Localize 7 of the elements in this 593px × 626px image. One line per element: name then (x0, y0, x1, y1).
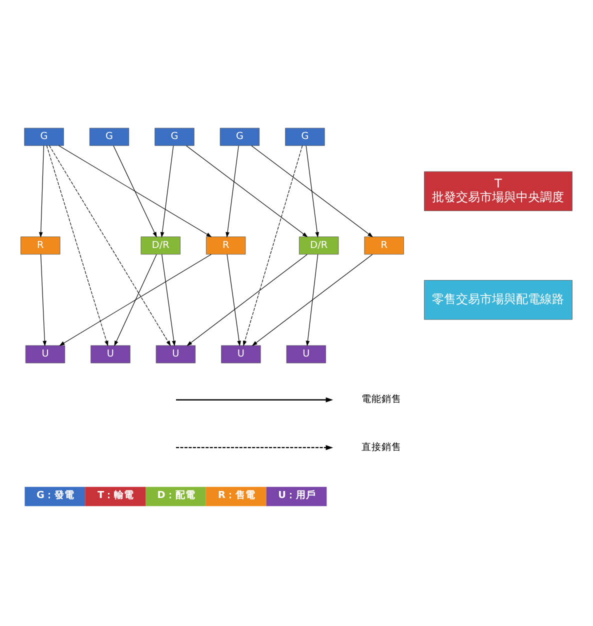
legend-label: G：發電 (36, 490, 74, 501)
legend-label: 直接銷售 (362, 441, 402, 452)
legend-label: R：售電 (218, 490, 256, 501)
legend-label: 電能銷售 (362, 394, 402, 405)
legend-label: T：輸電 (97, 490, 134, 501)
legend-label: D：配電 (157, 490, 196, 501)
legend-label: U：用戶 (278, 490, 316, 501)
